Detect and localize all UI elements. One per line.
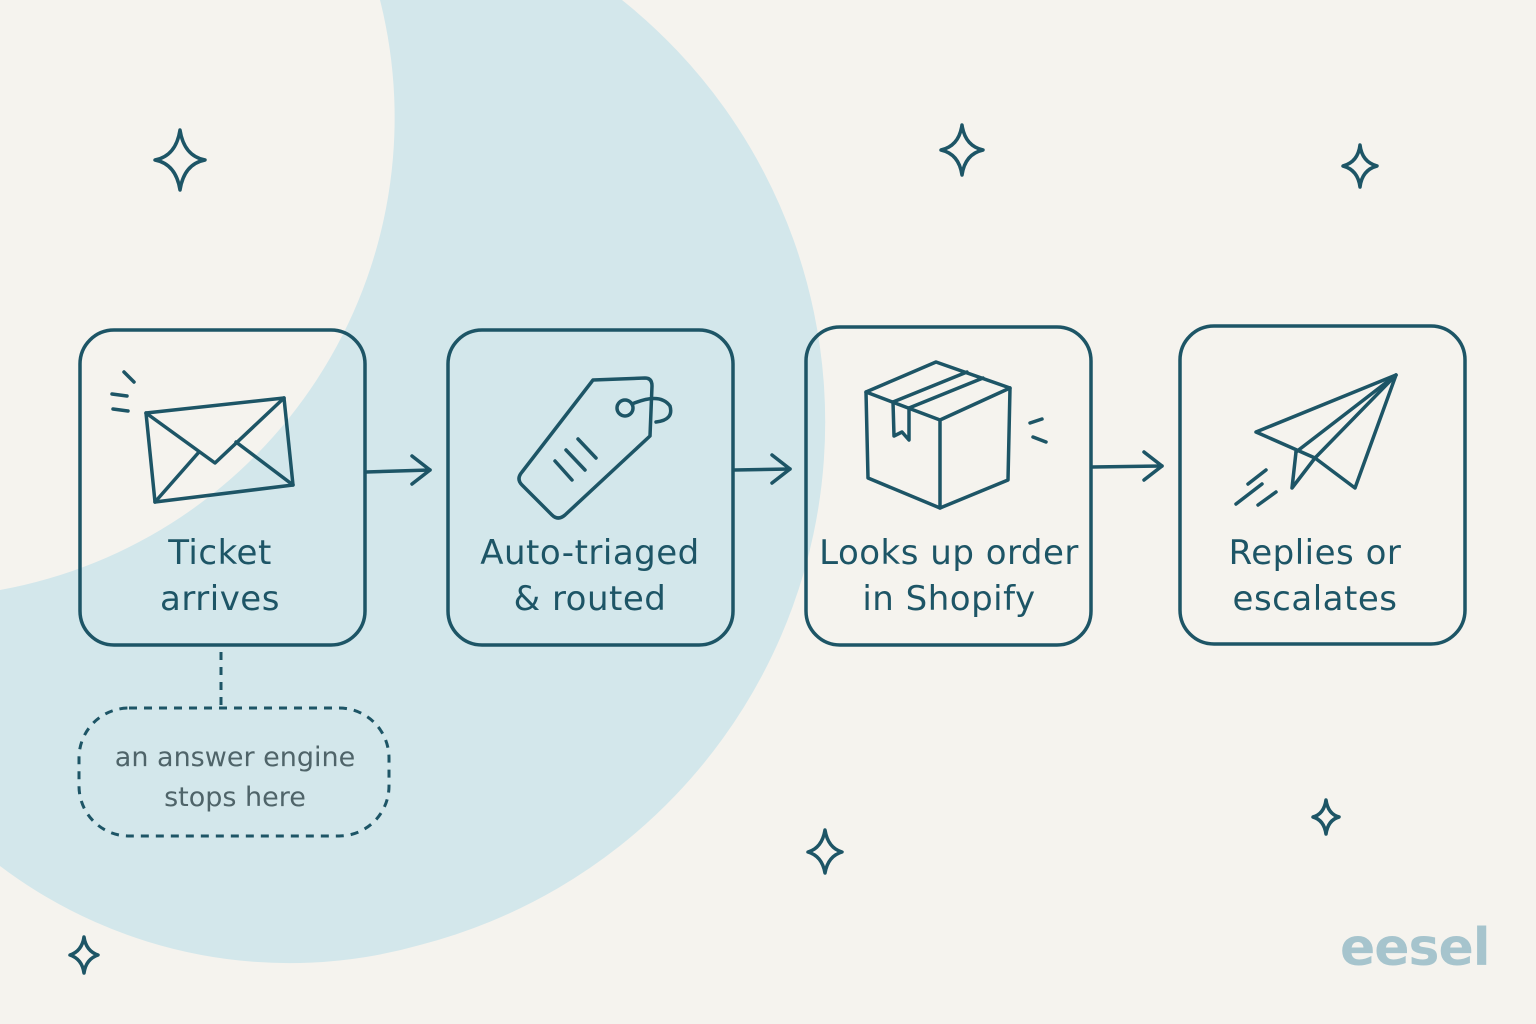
sparkle-icon (68, 935, 100, 975)
step-label-line: Looks up order (819, 533, 1079, 573)
sparkle-icon (1311, 798, 1341, 836)
note-text: an answer engine stops here (90, 738, 380, 818)
paper-plane-icon (1234, 373, 1398, 507)
step-label-triage: Auto-triaged & routed (445, 530, 735, 622)
sparkle-icon (806, 828, 844, 875)
note-line: an answer engine (114, 742, 356, 773)
step-box-triage (446, 328, 735, 647)
tag-icon (517, 376, 673, 520)
arrow-icon (732, 453, 792, 485)
sparkle-icon (1341, 143, 1379, 189)
step-label-line: arrives (160, 579, 280, 619)
step-box-reply (1178, 324, 1467, 646)
note-line: stops here (164, 782, 306, 813)
arrow-icon (1090, 450, 1164, 482)
step-label-line: escalates (1232, 579, 1398, 619)
box-icon (864, 360, 1048, 510)
step-label-reply: Replies or escalates (1170, 530, 1460, 622)
sparkle-icon (939, 123, 985, 177)
step-label-line: & routed (513, 579, 667, 619)
step-box-lookup (804, 325, 1093, 647)
envelope-icon (110, 370, 295, 504)
step-label-line: in Shopify (862, 579, 1036, 619)
brand-logo: eesel (1340, 918, 1491, 978)
note-bubble (77, 706, 391, 838)
step-label-ticket: Ticket arrives (75, 530, 365, 622)
arrow-icon (364, 454, 432, 486)
step-label-line: Ticket (168, 533, 272, 573)
step-label-lookup: Looks up order in Shopify (800, 530, 1098, 622)
step-label-line: Auto-triaged (480, 533, 700, 573)
sparkle-icon (153, 128, 207, 192)
step-label-line: Replies or (1228, 533, 1402, 573)
step-box-ticket (78, 328, 367, 647)
